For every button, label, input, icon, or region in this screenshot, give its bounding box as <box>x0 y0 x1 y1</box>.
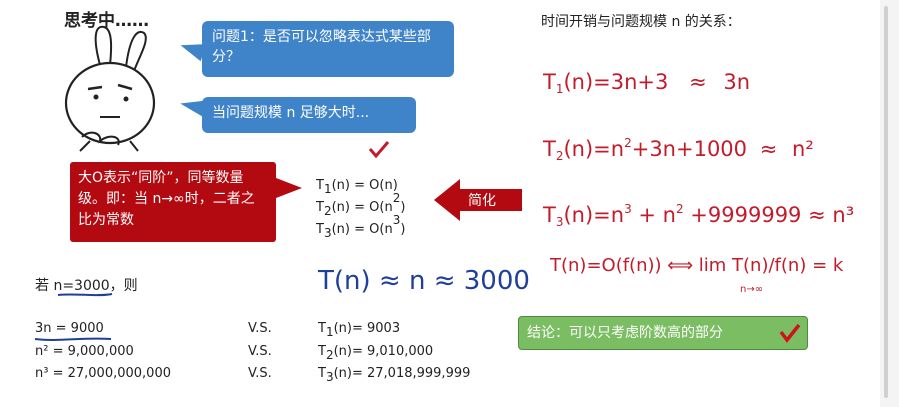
handwritten-t3: T3(n)=n3 + n2 +9999999 ≈ n³ <box>543 202 855 229</box>
definition-pointer <box>276 178 302 198</box>
example-right-1: T1(n)= 9003 <box>318 321 401 339</box>
example-right-3: T3(n)= 27,018,999,999 <box>318 366 471 384</box>
bigo-item-3: T3(n) = O(n3) <box>316 213 406 240</box>
thinking-label: 思考中…… <box>64 11 149 31</box>
question-bubble-1: 问题1：是否可以忽略表达式某些部分？ <box>202 21 454 77</box>
limit-subscript: n→∞ <box>740 284 764 295</box>
simplify-label: 简化 <box>468 193 496 209</box>
example-left-2: n² = 9,000,000 <box>35 344 134 359</box>
conclusion-box: 结论：可以只考虑阶数高的部分 <box>518 316 808 350</box>
example-intro: 若 n=3000，则 <box>35 278 138 294</box>
check-icon <box>779 323 801 343</box>
rabbit-thinking-icon <box>64 25 156 152</box>
handwritten-t2: T2(n)=n2+3n+1000 ≈ n² <box>543 136 814 163</box>
vs-label: V.S. <box>248 321 272 336</box>
handwritten-blue-note: T(n) ≈ n ≈ 3000 <box>318 266 530 296</box>
definition-box: 大O表示“同阶”，同等数量级。即：当 n→∞时，二者之比为常数 <box>70 162 276 242</box>
example-left-1: 3n = 9000 <box>35 321 104 336</box>
handwritten-t1: T1(n)=3n+3 ≈ 3n <box>543 70 751 96</box>
vs-label: V.S. <box>248 344 272 359</box>
bigo-item-2: T2(n) = O(n2) <box>316 191 406 218</box>
scrollbar-track[interactable] <box>880 0 899 407</box>
relation-title: 时间开销与问题规模 n 的关系： <box>541 14 741 30</box>
question-bubble-2: 当问题规模 n 足够大时... <box>202 97 416 133</box>
simplify-arrow-icon <box>434 179 522 221</box>
bigo-item-1: T1(n) = O(n) <box>316 178 398 196</box>
check-icon <box>368 141 390 159</box>
vs-label: V.S. <box>248 366 272 381</box>
example-right-2: T2(n)= 9,010,000 <box>318 344 434 362</box>
limit-definition: T(n)=O(f(n)) ⟺ lim T(n)/f(n) = k <box>550 255 844 276</box>
underline-mark <box>34 337 112 341</box>
underline-mark <box>57 293 113 297</box>
example-left-3: n³ = 27,000,000,000 <box>35 366 171 381</box>
scrollbar-thumb[interactable] <box>884 6 888 398</box>
